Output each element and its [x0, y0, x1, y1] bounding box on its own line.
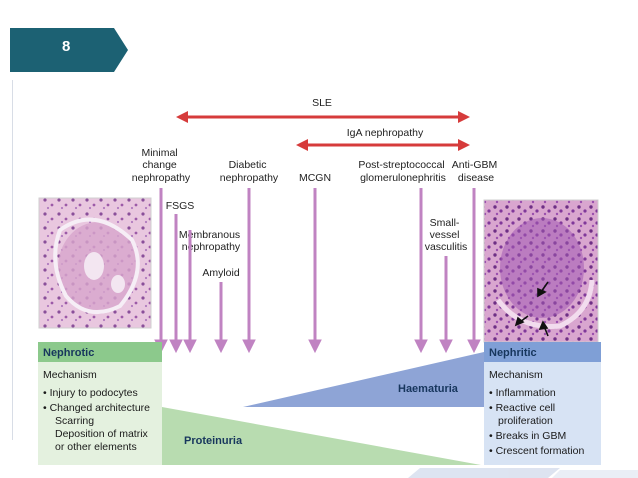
arrow-small-vessel-vasculitis	[439, 256, 453, 354]
crescent-pointer-arrows	[514, 281, 549, 337]
nephritic-item: • Crescent formation	[489, 445, 584, 457]
arrow-mcgn	[308, 188, 322, 354]
nephrotic-item: • Changed architecture	[43, 402, 150, 414]
nephrotic-item: • Injury to podocytes	[43, 387, 138, 399]
page-number: 8	[62, 38, 71, 55]
arrow-fsgs	[169, 214, 183, 354]
page-number-badge: 8	[10, 28, 128, 72]
disease-label-anti-gbm: Anti-GBM disease	[452, 159, 500, 184]
nephritic-box: Nephritic Mechanism • Inflammation • Rea…	[484, 342, 601, 465]
nephritic-mechanism: Mechanism	[489, 369, 543, 381]
nephrotic-histology-image	[38, 197, 152, 329]
disease-label-diabetic: Diabetic nephropathy	[220, 159, 279, 184]
sle-span-arrow	[176, 111, 470, 123]
disease-label-membranous: Membranous nephropathy	[179, 229, 243, 253]
disease-label-mcgn: MCGN	[299, 172, 331, 184]
sle-label: SLE	[312, 97, 332, 109]
iga-nephropathy-span-arrow	[296, 139, 470, 151]
disease-label-post-streptococcal: Post-streptococcal glomerulonephritis	[358, 159, 447, 184]
proteinuria-label: Proteinuria	[184, 435, 243, 447]
proteinuria-wedge	[162, 407, 481, 465]
nephrotic-mechanism: Mechanism	[43, 369, 97, 381]
disease-arrows	[154, 188, 481, 354]
disease-label-minimal-change: Minimal change nephropathy	[132, 147, 191, 184]
nephritic-item: • Breaks in GBM	[489, 430, 566, 442]
disease-label-small-vessel-vasculitis: Small- vessel vasculitis	[425, 217, 468, 253]
nephrotic-box: Nephrotic Mechanism • Injury to podocyte…	[38, 342, 162, 465]
nephrotic-item: Scarring	[55, 415, 94, 427]
nephritic-item: proliferation	[498, 415, 553, 427]
disease-label-fsgs: FSGS	[166, 200, 195, 212]
nephritic-title: Nephritic	[489, 347, 537, 359]
iga-nephropathy-label: IgA nephropathy	[347, 127, 424, 139]
arrow-anti-gbm	[467, 188, 481, 354]
arrow-minimal-change	[154, 188, 168, 354]
nephritic-histology-image	[483, 199, 599, 343]
haematuria-label: Haematuria	[398, 383, 459, 395]
arrow-post-streptococcal	[414, 188, 428, 354]
left-margin-rule	[12, 80, 13, 440]
haematuria-wedge	[243, 352, 484, 407]
arrow-diabetic	[242, 188, 256, 354]
nephritic-item: • Inflammation	[489, 387, 556, 399]
nephrotic-item: Deposition of matrix	[55, 428, 149, 440]
arrow-amyloid	[214, 282, 228, 354]
nephrotic-item: or other elements	[55, 441, 137, 453]
nephritic-item: • Reactive cell	[489, 402, 555, 414]
decorative-chevron-stripes	[408, 468, 638, 478]
disease-label-amyloid: Amyloid	[202, 267, 240, 279]
nephrotic-title: Nephrotic	[43, 347, 94, 359]
arrow-membranous	[183, 230, 197, 354]
